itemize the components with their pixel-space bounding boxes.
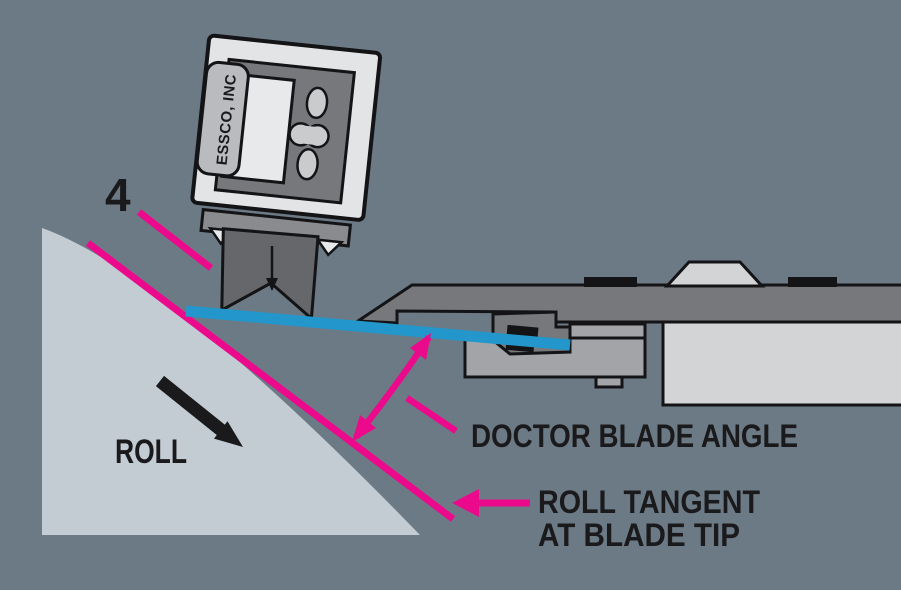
tangent-pointer-arrow-icon [452, 489, 530, 517]
roll-label: ROLL [115, 433, 187, 471]
gauge-button-rocker[interactable] [288, 122, 330, 149]
blade-setting-mark-label: 4 [105, 169, 131, 221]
mount-bump [663, 260, 766, 288]
tangent-callout-label-line2: AT BLADE TIP [538, 517, 740, 553]
angle-leader-line [405, 395, 458, 434]
roll-shape [42, 228, 420, 535]
gauge-brand-tab [195, 60, 250, 178]
gauge-button-top[interactable] [305, 86, 329, 120]
gauge-pointer-icon [266, 246, 278, 291]
gauge-foot-screw-right [315, 238, 345, 257]
roll-direction-arrow-icon [155, 375, 243, 447]
mount-bolt-right [788, 277, 837, 287]
tangent-callout-label-line1: ROLL TANGENT [538, 484, 760, 520]
angle-gauge: ESSCO, INC [190, 33, 383, 322]
mount-block [661, 320, 901, 407]
gauge-button-bottom[interactable] [296, 148, 319, 181]
gauge-v-foot [220, 227, 320, 322]
angle-arc-arrow-icon [352, 333, 432, 442]
angle-callout-label: DOCTOR BLADE ANGLE [471, 418, 798, 454]
mount-bolt-left [584, 277, 637, 287]
doctor-blade [185, 305, 571, 351]
blade-angle-reference-segment [136, 209, 214, 271]
holder-block-tab [594, 375, 624, 389]
roll-tangent-line [85, 240, 456, 522]
